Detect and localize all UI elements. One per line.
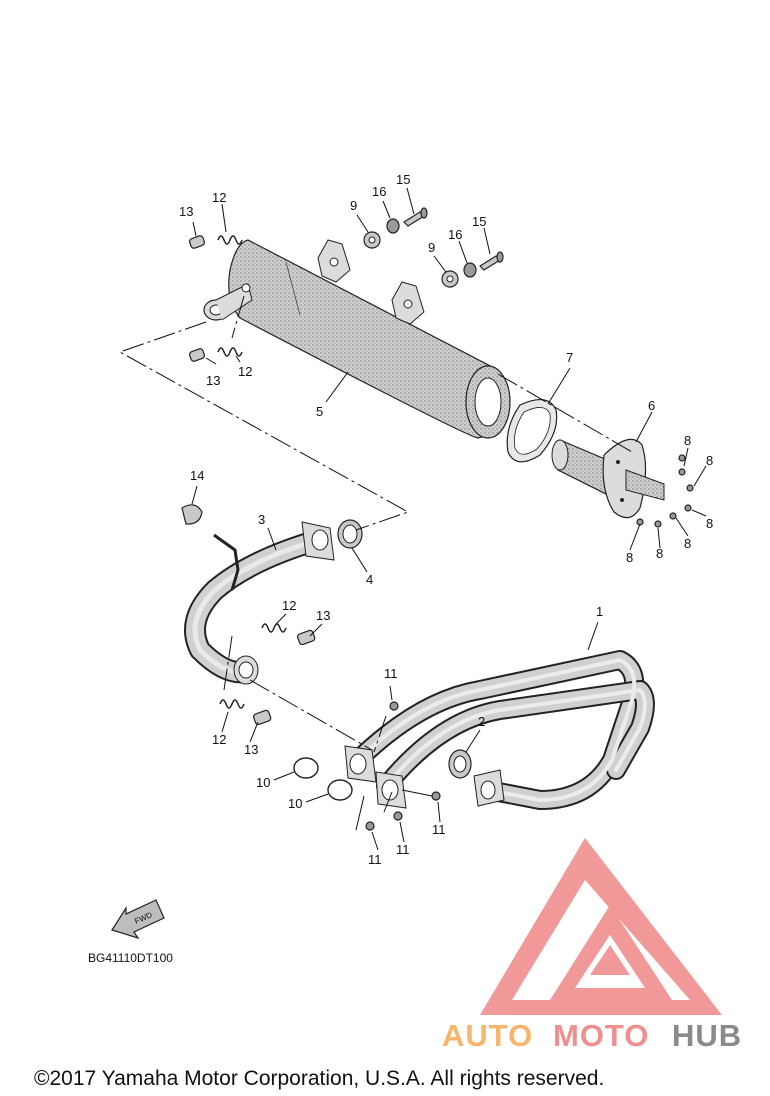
callout-14: 14 (190, 468, 204, 483)
callout-15: 15 (396, 172, 410, 187)
callout-13: 13 (316, 608, 330, 623)
callout-12: 12 (212, 732, 226, 747)
callout-12: 12 (212, 190, 226, 205)
callout-13: 13 (244, 742, 258, 757)
callout-16: 16 (448, 227, 462, 242)
leader-lines (191, 187, 707, 851)
springs-pipe (219, 623, 287, 709)
exhaust-pipe-2 (184, 521, 335, 685)
exhaust-seal-upper (337, 519, 363, 549)
springs-muffler (217, 235, 243, 357)
exhaust-seal-lower (448, 749, 472, 779)
gasket (506, 399, 558, 463)
callout-13: 13 (179, 204, 193, 219)
callout-8: 8 (706, 453, 713, 468)
callout-2: 2 (478, 714, 485, 729)
watermark-moto: MOTO (553, 1018, 649, 1053)
callout-8: 8 (684, 536, 691, 551)
tail-pipe-screws (636, 454, 694, 528)
callout-11: 11 (384, 666, 398, 681)
assembly-chain-lines (118, 295, 633, 831)
muffler-mount-hardware-lower (441, 251, 504, 288)
copyright-notice: ©2017 Yamaha Motor Corporation, U.S.A. A… (34, 1067, 604, 1090)
dampers-muffler (188, 235, 206, 362)
exhaust-pipe-1 (344, 650, 655, 810)
callout-13: 13 (206, 373, 220, 388)
callout-9: 9 (350, 198, 357, 213)
callout-3: 3 (258, 512, 265, 527)
watermark-hub: HUB (672, 1018, 742, 1053)
muffler-mount-hardware-upper (363, 207, 428, 249)
callout-4: 4 (366, 572, 373, 587)
tail-pipe (551, 438, 665, 519)
callout-10: 10 (288, 796, 302, 811)
forward-arrow-icon: FWD (111, 899, 165, 940)
callout-6: 6 (648, 398, 655, 413)
callout-8: 8 (626, 550, 633, 565)
callout-1: 1 (596, 604, 603, 619)
watermark-auto: AUTO (442, 1018, 533, 1053)
dampers-pipe (253, 629, 316, 726)
callout-8: 8 (684, 433, 691, 448)
callout-16: 16 (372, 184, 386, 199)
callout-12: 12 (282, 598, 296, 613)
callout-11: 11 (396, 842, 410, 857)
muffler (203, 239, 511, 439)
watermark-logo (480, 838, 722, 1015)
callout-5: 5 (316, 404, 323, 419)
callout-11: 11 (432, 822, 446, 837)
exhaust-nuts (365, 701, 441, 831)
callout-numbers: 13 12 9 16 15 9 16 15 13 12 5 7 6 8 8 8 … (179, 172, 713, 867)
callout-15: 15 (472, 214, 486, 229)
callout-8: 8 (656, 546, 663, 561)
diagram-code: BG41110DT100 (88, 951, 173, 965)
callout-12: 12 (238, 364, 252, 379)
callout-10: 10 (256, 775, 270, 790)
callout-9: 9 (428, 240, 435, 255)
sensor-plug (181, 504, 203, 525)
callout-7: 7 (566, 350, 573, 365)
callout-11: 11 (368, 852, 382, 867)
exhaust-gaskets (293, 757, 353, 801)
callout-8: 8 (706, 516, 713, 531)
